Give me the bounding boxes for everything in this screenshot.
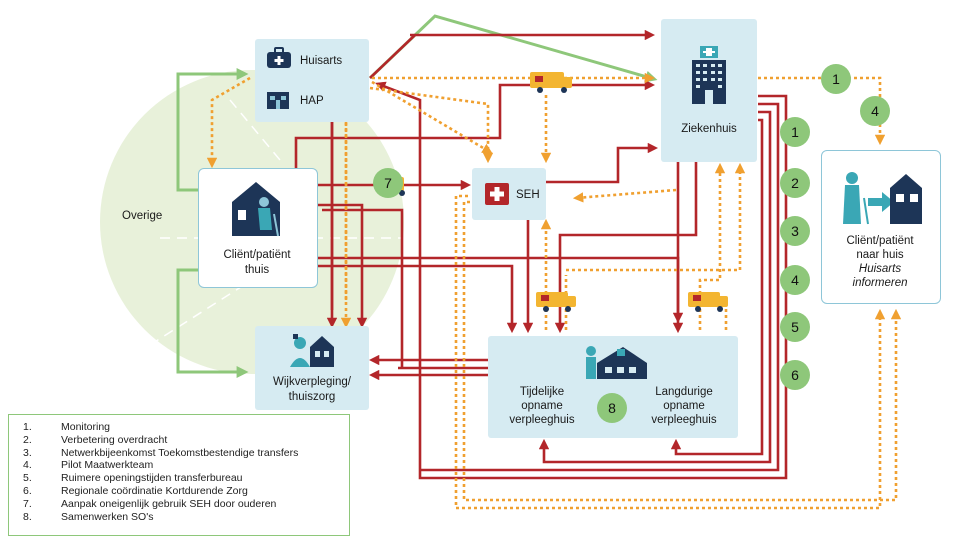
langdurig-label-3: verpleeghuis — [651, 414, 717, 426]
legend-text: Ruimere openingstijden transferbureau — [61, 472, 243, 485]
langdurig-label-1: Langdurige — [655, 386, 713, 398]
tijdelijk-label-2: opname — [521, 400, 563, 412]
overige-label: Overige — [122, 210, 163, 222]
naar-huis-label-1: Cliënt/patiënt — [846, 235, 914, 247]
ambulance-icon — [530, 72, 572, 93]
legend: 1. Monitoring 2. Verbetering overdracht 3.… — [8, 414, 350, 536]
badge-3: 3 — [780, 216, 810, 246]
hap-building-icon — [267, 92, 289, 109]
badge-1: 1 — [780, 117, 810, 147]
badge-6: 6 — [780, 360, 810, 390]
legend-number: 3. — [23, 446, 32, 459]
legend-item: 8. Samenwerken SO's — [9, 511, 349, 524]
naar-huis-label-4: informeren — [852, 277, 908, 289]
legend-item: 6. Regionale coördinatie Kortdurende Zorg — [9, 485, 349, 498]
patient-going-home-icon — [843, 172, 922, 225]
client-naar-huis-box — [821, 150, 941, 304]
hap-label: HAP — [300, 95, 324, 107]
legend-item: 5. Ruimere openingstijden transferbureau — [9, 472, 349, 485]
seh-emergency-icon — [485, 183, 509, 205]
naar-huis-label-2: naar huis — [856, 249, 904, 261]
badge-1-top: 1 — [821, 64, 851, 94]
naar-huis-label-3: Huisarts — [858, 263, 902, 275]
badge-2: 2 — [780, 168, 810, 198]
legend-text: Aanpak oneigenlijk gebruik SEH door oude… — [61, 497, 277, 510]
red-arrows — [294, 29, 788, 480]
nursing-home-icon — [586, 346, 647, 379]
ziekenhuis-label: Ziekenhuis — [681, 123, 737, 135]
legend-item: 1. Monitoring — [9, 421, 349, 434]
badge-7: 7 — [373, 168, 403, 198]
huisarts-label: Huisarts — [300, 55, 343, 67]
legend-text: Monitoring — [61, 421, 111, 433]
wijk-label-1: Wijkverpleging/ — [273, 376, 351, 388]
seh-label: SEH — [516, 189, 540, 201]
legend-text: Regionale coördinatie Kortdurende Zorg — [61, 484, 248, 497]
legend-number: 1. — [23, 421, 32, 433]
legend-number: 4. — [23, 459, 32, 472]
wijkverpleging-box — [255, 326, 369, 410]
badge-4: 4 — [780, 265, 810, 295]
langdurig-label-2: opname — [663, 400, 705, 412]
tijdelijk-label-1: Tijdelijke — [519, 386, 565, 398]
legend-item: 7. Aanpak oneigenlijk gebruik SEH door ou… — [9, 498, 349, 511]
badge-5: 5 — [780, 312, 810, 342]
medical-kit-icon — [267, 47, 291, 68]
ambulance-icon — [688, 292, 728, 312]
legend-number: 7. — [23, 497, 32, 510]
legend-text: Samenwerken SO's — [61, 510, 154, 523]
ambulance-icon — [536, 292, 576, 312]
client-thuis-label-2: thuis — [244, 264, 270, 276]
nurse-home-icon — [290, 334, 334, 367]
legend-text: Netwerkbijeenkomst Toekomstbestendige tr… — [61, 446, 299, 459]
legend-item: 4. Pilot Maatwerkteam — [9, 459, 349, 472]
legend-number: 6. — [23, 484, 32, 497]
legend-number: 8. — [23, 510, 32, 523]
legend-text: Pilot Maatwerkteam — [61, 459, 154, 472]
legend-number: 2. — [23, 433, 32, 446]
legend-item: 2. Verbetering overdracht — [9, 434, 349, 447]
legend-number: 5. — [23, 472, 32, 485]
tijdelijk-label-3: verpleeghuis — [509, 414, 575, 426]
badge-8: 8 — [597, 393, 627, 423]
legend-text: Verbetering overdracht — [61, 433, 168, 446]
elderly-home-icon — [232, 182, 280, 237]
legend-item: 3. Netwerkbijeenkomst Toekomstbestendige … — [9, 447, 349, 460]
hospital-icon — [692, 46, 726, 104]
wijk-label-2: thuiszorg — [288, 391, 336, 403]
badge-4-top: 4 — [860, 96, 890, 126]
client-thuis-label-1: Cliënt/patiënt — [223, 249, 291, 261]
